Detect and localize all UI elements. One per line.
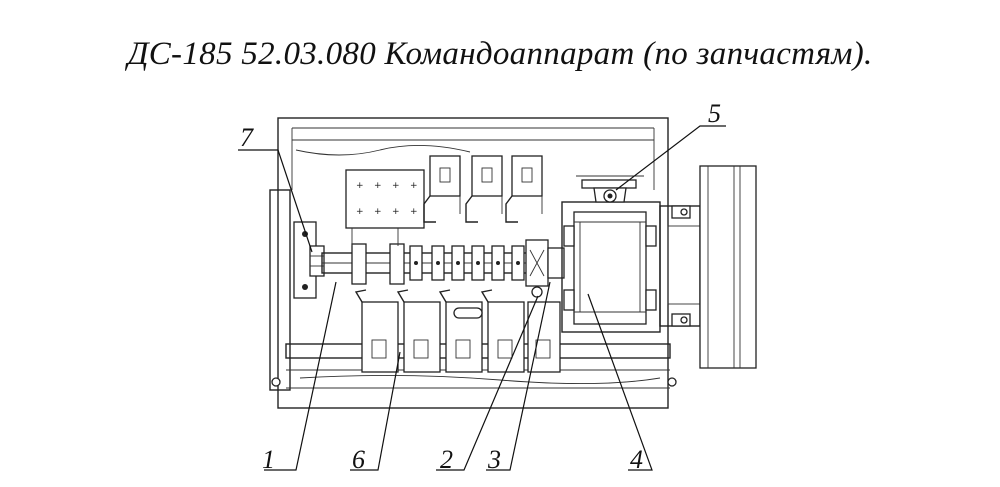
callout-2: 2 [440, 445, 453, 474]
svg-text:+: + [410, 207, 418, 217]
bearing-plate [293, 221, 325, 299]
callout-3: 3 [487, 445, 501, 474]
svg-text:+: + [356, 207, 364, 217]
upper-switches [423, 155, 543, 223]
callout-1: 1 [262, 445, 275, 474]
leader-lines [238, 125, 726, 471]
motor [659, 165, 757, 369]
gear-reducer [561, 201, 661, 333]
callout-5: 5 [708, 99, 721, 128]
svg-text:+: + [356, 181, 364, 191]
svg-text:+: + [392, 207, 400, 217]
top-bracket [576, 175, 644, 203]
svg-text:+: + [410, 181, 418, 191]
callout-4: 4 [630, 445, 643, 474]
callout-7: 7 [240, 123, 254, 152]
cam-discs [409, 245, 525, 281]
svg-text:+: + [374, 181, 382, 191]
svg-text:+: + [374, 207, 382, 217]
callout-6: 6 [352, 445, 365, 474]
page-title: ДС-185 52.03.080 Командоаппарат (по запч… [127, 36, 873, 72]
lower-switches [354, 289, 561, 373]
svg-text:+: + [392, 181, 400, 191]
coupling [525, 239, 565, 298]
upper-contact-block: + + + + + + + + [345, 169, 425, 246]
